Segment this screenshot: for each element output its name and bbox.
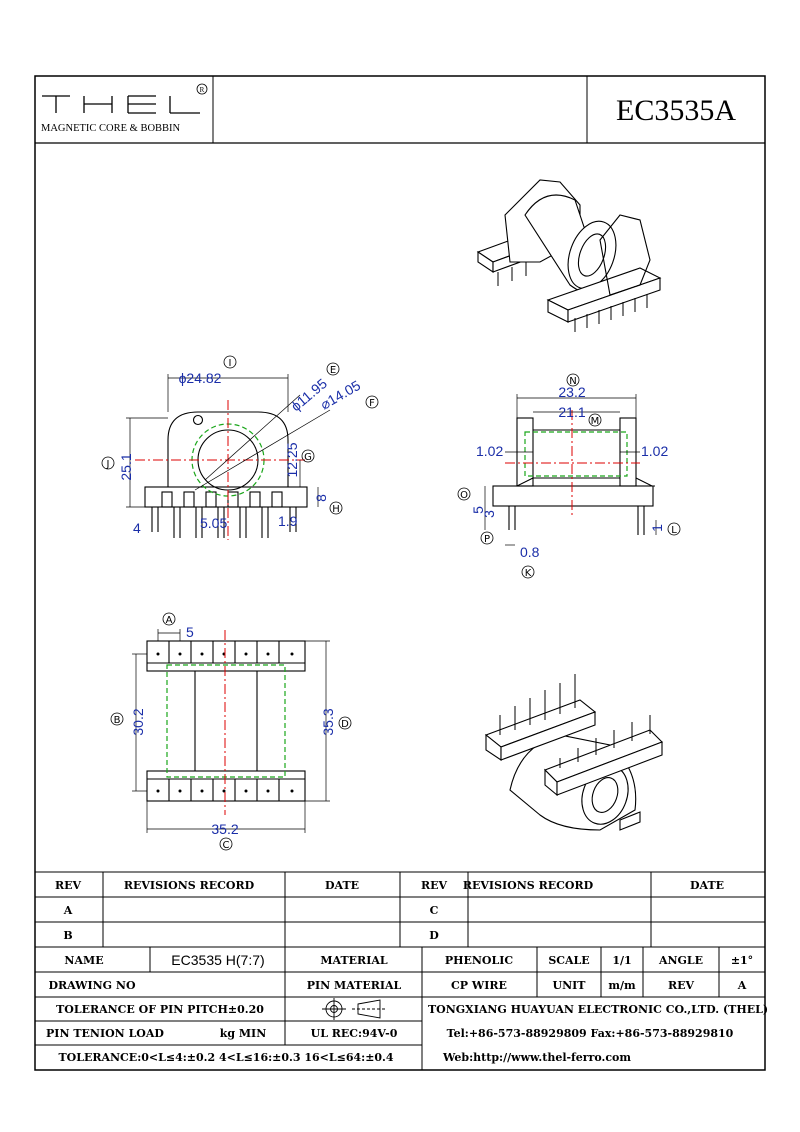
dim-center-h: 12.25 (284, 442, 300, 477)
label-I: I (229, 358, 232, 369)
scale-value: 1/1 (612, 954, 631, 967)
rev-a: A (63, 904, 73, 917)
svg-text:R: R (200, 86, 205, 94)
dim-outer: 23.2 (558, 384, 585, 400)
rev-d: D (429, 929, 439, 942)
drawing-no-label: DRAWING NO (48, 979, 135, 992)
label-H: H (332, 504, 340, 515)
pin-tension-load: PIN TENION LOAD (46, 1027, 164, 1040)
title-block (35, 871, 765, 1070)
material-value: PHENOLIC (445, 954, 514, 967)
tolerance-note: TOLERANCE:0<L≤4:±0.2 4<L≤16:±0.3 16<L≤64… (58, 1051, 393, 1064)
dim-bottom-width: 35.2 (211, 821, 238, 837)
label-J: J (106, 459, 110, 470)
company-name: TONGXIANG HUAYUAN ELECTRONIC CO.,LTD. (T… (428, 1003, 768, 1016)
unit-label: UNIT (553, 979, 587, 992)
dim-outer-dia: ϕ24.82 (179, 370, 222, 386)
dim-pin-w: 1.9 (278, 513, 298, 529)
label-K: K (525, 568, 532, 579)
kg-min: kg MIN (220, 1027, 267, 1040)
dim-pin-dia: 0.8 (520, 544, 540, 560)
scale-label: SCALE (548, 954, 589, 967)
tel-fax: Tel:+86-573-88929809 Fax:+86-573-8892981… (447, 1027, 734, 1040)
rev-header-1: REV (55, 879, 82, 892)
rev-c: C (430, 904, 439, 917)
date-header-1: DATE (325, 879, 359, 892)
front-view: ϕ24.82 ϕ11.95 ⌀14.05 25.1 12.25 8 4 5.05… (101, 355, 379, 540)
projection-symbol-icon (322, 998, 386, 1020)
label-M: M (591, 416, 600, 427)
isometric-view-top (476, 179, 662, 332)
ul-rec: UL REC:94V-0 (311, 1027, 398, 1040)
unit-value: m/m (608, 979, 636, 992)
dim-bottom-span: 30.2 (130, 708, 146, 735)
label-O: O (460, 490, 468, 501)
bottom-view: 5 30.2 35.3 35.2 A B C D (110, 612, 352, 851)
dim-pin-off: 4 (133, 520, 141, 536)
web-url: Web:http://www.thel-ferro.com (442, 1051, 631, 1064)
label-E: E (330, 365, 336, 376)
label-A: A (166, 615, 173, 626)
tolerance-pin-pitch: TOLERANCE OF PIN PITCH±0.20 (56, 1003, 264, 1016)
dim-inner: 21.1 (558, 404, 585, 420)
label-B: B (114, 715, 121, 726)
dim-wall-right: 1.02 (641, 443, 668, 459)
date-header-2: DATE (690, 879, 724, 892)
dim-pin-len: 1 (649, 524, 665, 532)
isometric-view-bottom (484, 674, 663, 831)
pin-material-value: CP WIRE (451, 979, 507, 992)
angle-label: ANGLE (658, 954, 703, 967)
revisions-record-header-2: REVISIONS RECORD (463, 879, 594, 892)
thel-logo: R MAGNETIC CORE & BOBBIN (34, 75, 214, 144)
label-C: C (223, 840, 230, 851)
rev-header-2: REV (421, 879, 448, 892)
label-P: P (484, 534, 490, 545)
revisions-record-header-1: REVISIONS RECORD (124, 879, 255, 892)
label-N: N (569, 376, 576, 387)
dim-bottom-total: 35.3 (320, 708, 336, 735)
name-value: EC3535 H(7:7) (171, 952, 264, 968)
sheet-border (34, 75, 766, 1071)
angle-value: ±1° (731, 954, 753, 967)
dim-wall-left: 1.02 (476, 443, 503, 459)
dim-h5: 5 (470, 506, 486, 514)
side-view: 23.2 21.1 1.02 1.02 5 3 0.8 1 N M O P K … (457, 373, 681, 579)
rev-b: B (63, 929, 72, 942)
logo-tagline: MAGNETIC CORE & BOBBIN (41, 123, 181, 134)
label-G: G (304, 452, 312, 463)
dim-pitch: 5.05 (200, 515, 227, 531)
dim-h3: 3 (481, 510, 497, 518)
rev-value: A (737, 979, 747, 992)
pin-material-label: PIN MATERIAL (307, 979, 402, 992)
label-L: L (671, 525, 677, 536)
dim-pin-h: 8 (313, 494, 329, 502)
name-label: NAME (64, 954, 103, 967)
part-number-title: EC3535A (616, 94, 736, 127)
label-D: D (341, 719, 349, 730)
rev-label: REV (668, 979, 695, 992)
label-F: F (369, 398, 375, 409)
dim-bottom-pitch: 5 (186, 624, 194, 640)
dim-height: 25.1 (118, 453, 134, 480)
material-label: MATERIAL (320, 954, 388, 967)
